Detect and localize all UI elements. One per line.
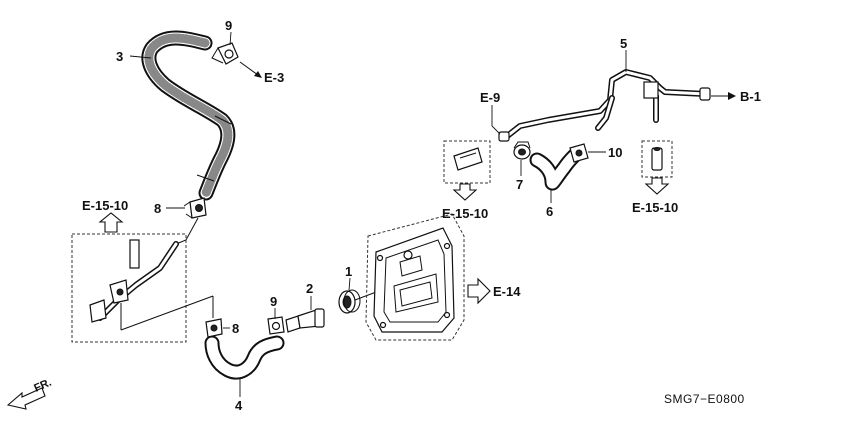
callout-5: 5: [620, 36, 627, 51]
callout-8-lower: 8: [232, 321, 239, 336]
callout-2: 2: [306, 281, 313, 296]
arrow-to-b1: [711, 92, 736, 100]
ref-e1510-mid: E-15-10: [442, 206, 488, 221]
arrow-to-e3: [239, 61, 262, 78]
callout-3: 3: [116, 49, 123, 64]
ref-e3: E-3: [264, 70, 284, 85]
callout-1: 1: [345, 264, 352, 279]
callout-4: 4: [235, 398, 243, 413]
pipe-part-5: [498, 69, 711, 142]
callout-10: 10: [608, 145, 622, 160]
clip-part-7: [513, 141, 531, 160]
clip-part-8-lower: [205, 318, 223, 338]
direction-label: FR.: [32, 377, 53, 395]
inset-box-mid: [443, 140, 491, 184]
callout-8-upper: 8: [154, 201, 161, 216]
leader-9-upper: [229, 31, 232, 46]
leader-1: [348, 277, 351, 291]
ref-e14: E-14: [493, 284, 521, 299]
ref-b1: B-1: [740, 89, 761, 104]
inset-right-detail: [651, 147, 663, 171]
front-direction-arrow: [6, 387, 46, 410]
clip-part-9-upper: [211, 42, 239, 65]
callout-9-upper: 9: [225, 18, 232, 33]
arrow-up-left: [98, 212, 124, 233]
inset-box-right: [641, 140, 673, 178]
ref-e1510-left: E-15-10: [82, 198, 128, 213]
drawing-code: SMG7−E0800: [664, 392, 745, 406]
callout-9-lower: 9: [270, 294, 277, 309]
ref-e9: E-9: [480, 90, 500, 105]
clip-part-9-lower: [267, 316, 285, 335]
callout-6: 6: [546, 204, 553, 219]
grommet-part-1: [338, 289, 361, 314]
leader-e9b: [491, 125, 501, 135]
ref-e1510-right: E-15-10: [632, 200, 678, 215]
callout-7: 7: [516, 177, 523, 192]
arrow-to-e14: [467, 277, 491, 305]
clip-part-10: [569, 143, 589, 163]
leader-3: [129, 55, 152, 59]
inset-box-left: [71, 233, 187, 343]
inset-mid-detail: [453, 147, 483, 171]
panel-e14: [365, 213, 465, 341]
arrow-down-right: [644, 177, 670, 195]
hose-part-3: [141, 30, 236, 201]
arrow-down-mid: [452, 183, 478, 201]
hose-part-6: [529, 148, 582, 191]
hose-part-4: [204, 335, 285, 380]
fitting-part-2: [285, 308, 325, 333]
clip-part-8-upper: [183, 197, 207, 219]
pipe-down: [175, 217, 199, 245]
inset-left-detail: [89, 239, 214, 331]
